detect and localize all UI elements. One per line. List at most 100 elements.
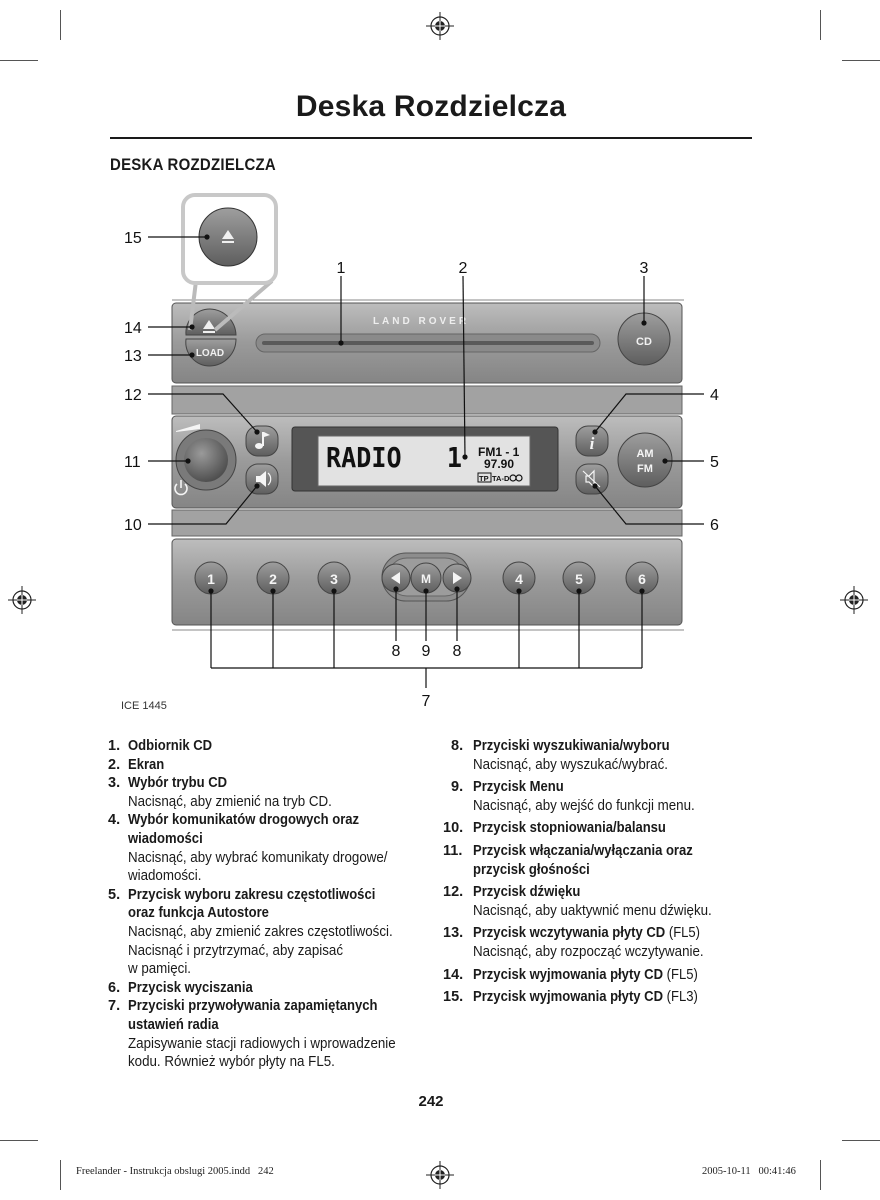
legend-item-heading: Przycisk wyjmowania płyty CD (FL3): [473, 989, 698, 1006]
callout-15: 15: [124, 230, 142, 247]
registration-mark-top: [426, 12, 454, 40]
legend-item-description: Nacisnąć, aby wejść do funkcji menu.: [473, 797, 695, 814]
legend-item-description: kodu. Również wybór płyty na FL5.: [128, 1054, 335, 1071]
legend-item-heading: Przycisk dźwięku: [473, 884, 581, 901]
legend-item-description: Nacisnąć, aby zmienić zakres częstotliwo…: [128, 923, 393, 940]
menu-button-label: M: [421, 572, 431, 586]
legend-item-heading: Wybór komunikatów drogowych oraz: [128, 812, 360, 829]
legend-item: 2. Ekran: [108, 756, 428, 775]
legend-item-heading: Przycisk wyciszania: [128, 979, 253, 996]
inset-pointer: [188, 279, 274, 332]
preset-label: 6: [638, 571, 646, 587]
power-icon: [174, 480, 188, 496]
legend-item-number: 12.: [443, 884, 464, 901]
cd-button-label: CD: [636, 336, 652, 348]
band-button-am-label: AM: [636, 448, 653, 460]
legend-item-heading: przycisk głośności: [473, 861, 590, 878]
legend-item-heading: Ekran: [128, 756, 165, 773]
legend-item: 13.Przycisk wczytywania płyty CD (FL5)Na…: [443, 924, 763, 961]
legend-item-number: 15.: [443, 989, 464, 1006]
legend-item-description: Nacisnąć i przytrzymać, aby zapisać: [128, 942, 343, 959]
registration-mark-left: [8, 586, 36, 614]
preset-label: 2: [269, 571, 277, 587]
display-tp-text: TP: [479, 474, 489, 483]
legend-item-heading: Przyciski przywoływania zapamiętanych: [128, 998, 378, 1015]
callout-5: 5: [710, 454, 719, 471]
legend-item-number: 11.: [443, 842, 463, 859]
footer-timestamp: 2005-10-11 00:41:46: [702, 1166, 796, 1177]
divider-band: [171, 385, 683, 415]
legend-item: 5.Przycisk wyboru zakresu częstotliwości…: [108, 886, 428, 979]
preset-label: 1: [207, 571, 215, 587]
legend-item-heading: ustawień radia: [128, 1016, 219, 1033]
callout-1: 1: [337, 260, 346, 277]
legend-item-number: 8.: [451, 738, 464, 754]
volume-scale: [176, 424, 200, 432]
preset-label: 5: [575, 571, 583, 587]
music-note-icon: [255, 432, 270, 449]
legend-item-heading: Odbiornik CD: [128, 738, 213, 754]
dolby-icon: [509, 474, 523, 482]
legend-item-description: Zapisywanie stacji radiowych i wprowadze…: [128, 1035, 396, 1052]
display-frequency-text: 97.90: [484, 457, 514, 471]
callout-12: 12: [124, 387, 142, 404]
display-screen: [317, 435, 531, 487]
divider-band: [171, 509, 683, 537]
legend-item-description: Nacisnąć, aby wybrać komunikaty drogowe/: [128, 849, 388, 866]
legend-item: 14.Przycisk wyjmowania płyty CD (FL5): [443, 966, 763, 985]
legend-item-description: Nacisnąć, aby rozpocząć wczytywanie.: [473, 943, 704, 960]
eject-button: [185, 308, 237, 336]
preset-label: 4: [515, 571, 523, 587]
figure-code: ICE 1445: [121, 700, 167, 712]
callout-9: 9: [422, 643, 431, 660]
legend-item-number: 3.: [108, 775, 121, 792]
preset-label: 3: [330, 571, 338, 587]
callout-7: 7: [422, 693, 431, 710]
title-rule: [110, 137, 752, 139]
crop-mark: [60, 10, 61, 40]
callout-dots: [185, 234, 668, 594]
legend-item-heading: Wybór trybu CD: [128, 775, 228, 792]
legend-item-heading: Przycisk wczytywania płyty CD (FL5): [473, 925, 701, 942]
legend-item: 1. Odbiornik CD: [108, 737, 428, 756]
crop-mark: [0, 60, 38, 61]
legend-item: 10.Przycisk stopniowania/balansu: [443, 819, 763, 838]
legend-item-model-code: (FL3): [666, 989, 698, 1006]
page-number: 242: [418, 1093, 444, 1110]
legend-item-number: 1.: [108, 738, 121, 754]
seek-right-icon: [453, 572, 462, 584]
registration-mark-right: [840, 586, 868, 614]
callout-lines: [148, 236, 704, 688]
crop-mark: [842, 1140, 880, 1141]
page-title: Deska Rozdzielcza: [295, 90, 567, 123]
legend-item-number: 2.: [108, 756, 121, 773]
callout-8-left: 8: [392, 643, 401, 660]
radio-figure: LAND ROVER CD LOAD RADIO 1 FM1 - 1 97.90: [124, 193, 719, 710]
legend-item-number: 5.: [108, 886, 121, 903]
traffic-info-button: [575, 425, 609, 457]
legend-item-model-code: (FL5): [666, 966, 698, 983]
callout-4: 4: [710, 387, 719, 404]
legend-item-description: Nacisnąć, aby zmienić na tryb CD.: [128, 793, 332, 810]
legend-item-number: 9.: [451, 779, 464, 796]
legend-item-heading: Przyciski wyszukiwania/wyboru: [473, 738, 670, 754]
legend-item-number: 4.: [108, 812, 121, 829]
crop-mark: [60, 1160, 61, 1190]
legend-item-number: 7.: [108, 998, 121, 1015]
info-icon: i: [590, 434, 595, 453]
legend-item-heading: Przycisk wyjmowania płyty CD (FL5): [473, 966, 698, 983]
legend-item-heading: Przycisk włączania/wyłączania oraz: [473, 842, 693, 859]
legend-item: 11. Przycisk włączania/wyłączania oraz prz…: [443, 842, 763, 879]
callout-8-right: 8: [453, 643, 462, 660]
eject-icon: [222, 230, 234, 243]
load-button: [185, 338, 237, 367]
legend-item-description: Nacisnąć, aby wyszukać/wybrać.: [473, 756, 668, 773]
